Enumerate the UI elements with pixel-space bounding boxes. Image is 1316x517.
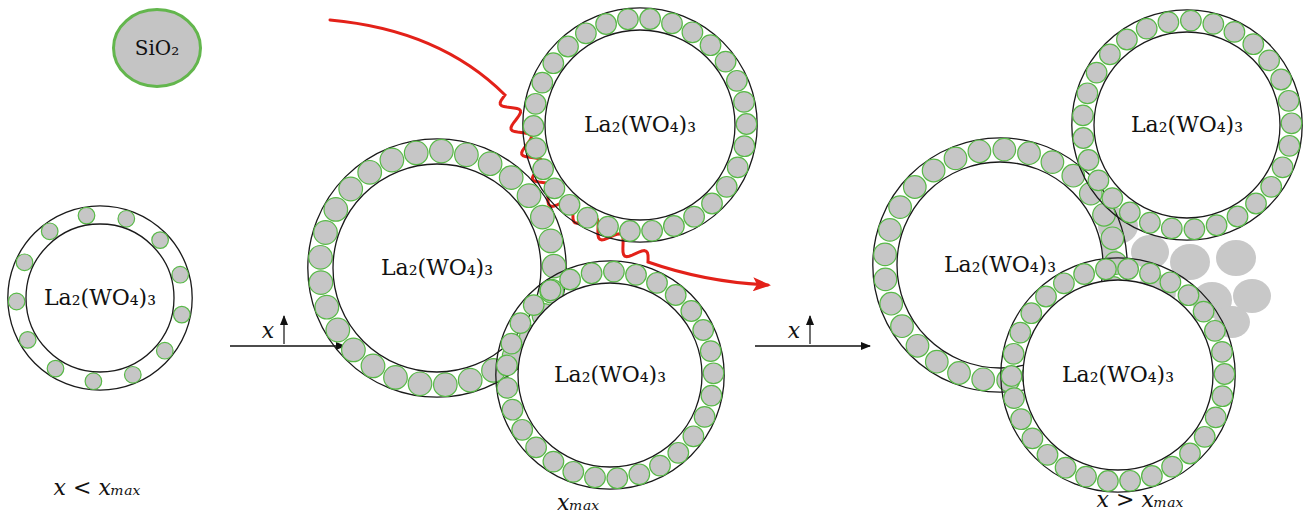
condition-label: xₘₐₓ [557,490,599,515]
increase-arrow [283,316,284,344]
process-arrow [230,345,345,346]
formula-label: SiO₂ [135,37,180,60]
process-arrow [755,345,870,346]
coated-particle: La₂(WO₄)₃ [1071,9,1303,241]
coated-particle: La₂(WO₄)₃ [522,7,758,243]
formula-label: La₂(WO₄)₃ [381,255,493,280]
variable-label: x [262,318,274,343]
formula-label: La₂(WO₄)₃ [584,112,696,137]
silica-particle: SiO₂ [112,8,202,88]
coated-particle: La₂(WO₄)₃ [7,205,193,391]
coated-particle: La₂(WO₄)₃ [495,260,725,490]
condition-label: x > xₘₐₓ [1097,487,1184,512]
formula-label: La₂(WO₄)₃ [1131,112,1243,137]
formula-label: La₂(WO₄)₃ [554,362,666,387]
formula-label: La₂(WO₄)₃ [44,285,156,310]
coated-particle: La₂(WO₄)₃ [1000,257,1236,493]
formula-label: La₂(WO₄)₃ [1062,362,1174,387]
increase-arrow [809,316,810,344]
condition-label: x < xₘₐₓ [54,475,141,500]
variable-label: x [788,318,800,343]
formula-label: La₂(WO₄)₃ [944,252,1056,277]
